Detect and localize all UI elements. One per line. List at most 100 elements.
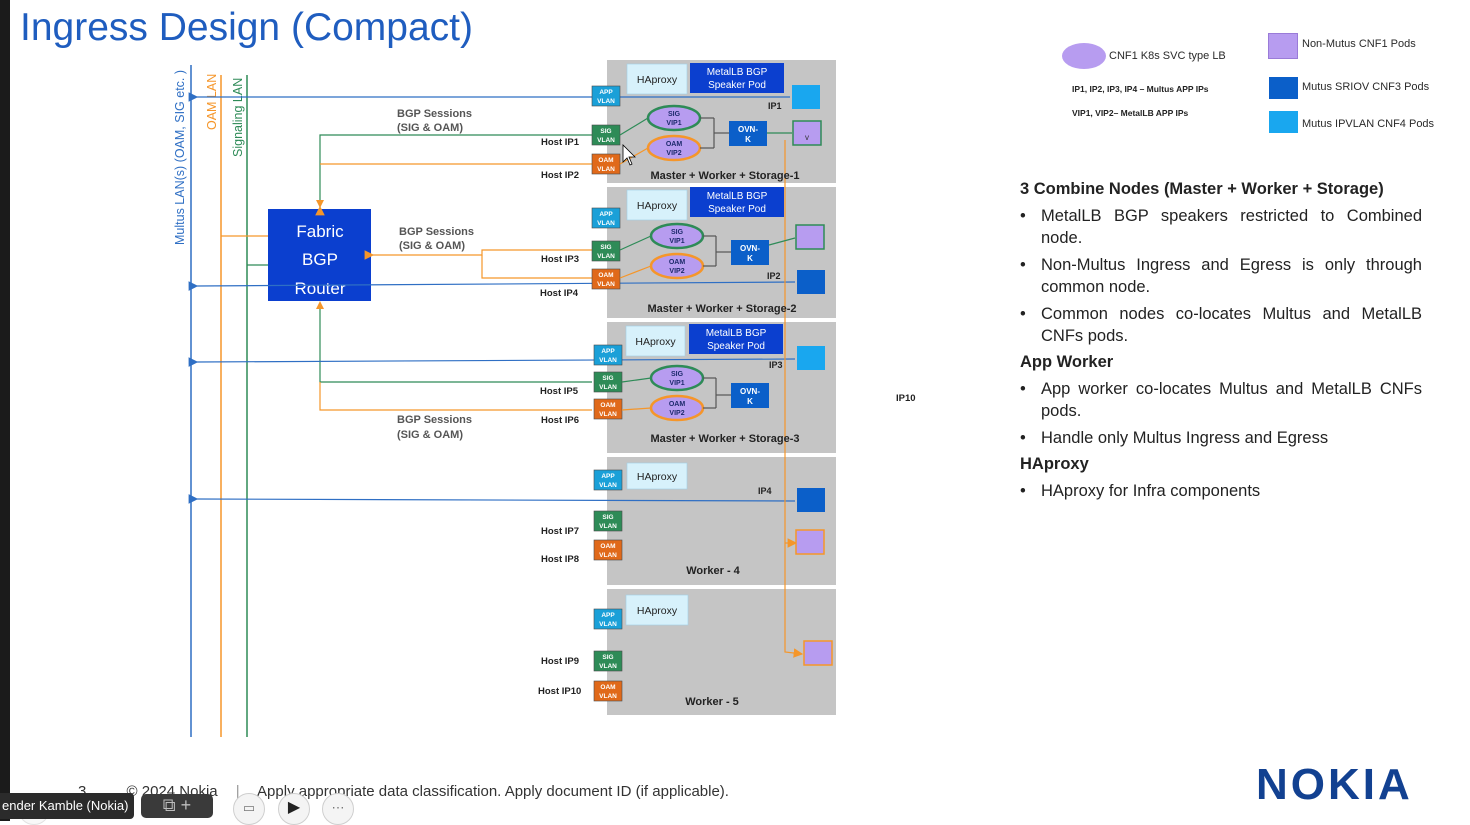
ovn-to-pod-2 bbox=[768, 237, 796, 246]
ip10-label: IP10 bbox=[896, 393, 916, 404]
plus-icon: + bbox=[180, 795, 192, 815]
oam-vip-label-a-1: OAM bbox=[666, 141, 683, 148]
node-name-4: Worker - 4 bbox=[686, 565, 740, 577]
ovn-k-box-1 bbox=[729, 121, 767, 146]
left-window-edge bbox=[0, 0, 10, 821]
bgp-label-3b: (SIG & OAM) bbox=[397, 429, 463, 441]
bgp-session-oam-3 bbox=[319, 382, 592, 411]
oam-vlan-label-4: OAM bbox=[600, 543, 615, 550]
sig-vlan-label-2: SIG bbox=[600, 244, 611, 251]
router-label-2: BGP bbox=[302, 250, 338, 269]
non-multus-legend-swatch bbox=[1268, 33, 1298, 59]
oam-vlan-label-5: OAM bbox=[600, 684, 615, 691]
sig-vlan-box-2 bbox=[591, 240, 621, 262]
oam-vlan-box-2 bbox=[591, 268, 621, 290]
node-name-5: Worker - 5 bbox=[685, 696, 739, 708]
oam-lan-label: OAM LAN bbox=[205, 74, 219, 130]
haproxy-box-4 bbox=[626, 462, 688, 490]
combine-bullet-3: Common nodes co-locates Multus and Metal… bbox=[1020, 303, 1422, 347]
ovn-k-label-a-2: OVN- bbox=[740, 244, 760, 253]
sriov-legend-swatch bbox=[1269, 77, 1298, 99]
bgp-label-1a: BGP Sessions bbox=[397, 108, 472, 120]
metallb-label-a-1: MetalLB BGP bbox=[707, 67, 768, 78]
page-number: 3 bbox=[78, 783, 87, 800]
app-bullet-2: Handle only Multus Ingress and Egress bbox=[1020, 427, 1422, 449]
sig-vlan-sublabel-5: VLAN bbox=[599, 663, 617, 670]
metallb-speaker-box-1 bbox=[690, 63, 784, 93]
window-icon: ⧉ bbox=[162, 795, 176, 815]
oam-vlan-box-5 bbox=[593, 680, 623, 702]
host-label-5b: Host IP10 bbox=[538, 686, 581, 697]
footer-divider: | bbox=[235, 783, 240, 800]
oam-vlan-box-4 bbox=[593, 539, 623, 561]
app-vlan-label-4: APP bbox=[601, 473, 615, 480]
page-title: Ingress Design (Compact) bbox=[20, 6, 473, 49]
multus-link-2 bbox=[188, 281, 796, 291]
app-bullet-1: App worker co-locates Multus and MetalLB… bbox=[1020, 378, 1422, 422]
sig-vlan-box-5 bbox=[593, 650, 623, 672]
sig-vip-label-b-2: VIP1 bbox=[669, 238, 684, 245]
sig-vlan-sublabel-1: VLAN bbox=[597, 137, 615, 144]
router-arrow-down bbox=[316, 200, 324, 208]
ovn-k-box-2 bbox=[731, 240, 769, 265]
sig-vip-label-a-1: SIG bbox=[668, 111, 681, 118]
app-vlan-box-2 bbox=[591, 207, 621, 229]
captions-icon[interactable]: ▭ bbox=[233, 793, 265, 825]
bgp-session-sig-3 bbox=[319, 303, 592, 383]
sriov-pod-4a bbox=[797, 488, 825, 512]
meeting-toolbar: ◌ ender Kamble (Nokia) ⧉ + ▭ ▶ ⋯ bbox=[0, 793, 370, 825]
oam-vip-label-b-2: VIP2 bbox=[669, 268, 684, 275]
node-name-3: Master + Worker + Storage-3 bbox=[651, 433, 800, 445]
ovn-k-label-a-3: OVN- bbox=[740, 387, 760, 396]
haproxy-label-4: HAproxy bbox=[637, 471, 678, 483]
metallb-label-a-3: MetalLB BGP bbox=[706, 328, 767, 339]
bgp-label-1b: (SIG & OAM) bbox=[397, 122, 463, 134]
camera-icon[interactable]: ▶ bbox=[278, 793, 310, 825]
router-label-3: Router bbox=[294, 279, 345, 298]
host-label-1a: Host IP1 bbox=[541, 137, 580, 148]
sig-vlan-label-1: SIG bbox=[600, 128, 611, 135]
non-multus-legend-label: Non-Mutus CNF1 Pods bbox=[1302, 38, 1416, 50]
more-options-icon[interactable]: ⋯ bbox=[322, 793, 354, 825]
svc-lb-legend-label: CNF1 K8s SVC type LB bbox=[1109, 50, 1226, 62]
oam-vlan-sublabel-5: VLAN bbox=[599, 693, 617, 700]
ovn-k-label-b-1: K bbox=[745, 135, 751, 144]
sig-vip-label-a-3: SIG bbox=[671, 371, 684, 378]
router-label-1: Fabric bbox=[296, 222, 344, 241]
classification-note: Apply appropriate data classification. A… bbox=[257, 783, 729, 800]
presenter-name: ender Kamble (Nokia) bbox=[0, 793, 135, 819]
notes-panel: 3 Combine Nodes (Master + Worker + Stora… bbox=[1020, 174, 1422, 502]
ipvlan-pod-3 bbox=[797, 346, 825, 370]
bgp-session-oam-2 bbox=[481, 255, 592, 279]
oam-to-vip-2 bbox=[619, 265, 652, 279]
app-vlan-sublabel-1: VLAN bbox=[597, 98, 615, 105]
haproxy-box-3 bbox=[625, 325, 686, 357]
oam-vlan-label-1: OAM bbox=[598, 157, 613, 164]
oam-distribution-line bbox=[784, 140, 804, 658]
haproxy-box-1 bbox=[626, 63, 688, 95]
metallb-ips-legend: VIP1, VIP2– MetalLB APP IPs bbox=[1072, 108, 1189, 118]
signaling-lan-label: Signaling LAN bbox=[231, 78, 245, 157]
sig-to-vip-2 bbox=[619, 235, 652, 251]
bgp-label-3a: BGP Sessions bbox=[397, 414, 472, 426]
multus-link-4 bbox=[188, 494, 796, 504]
legend: CNF1 K8s SVC type LB IP1, IP2, IP3, IP4 … bbox=[1060, 30, 1460, 140]
ipvlan-legend-label: Mutus IPVLAN CNF4 Pods bbox=[1302, 118, 1435, 130]
ip-label-4: IP4 bbox=[758, 486, 772, 496]
sig-vlan-label-5: SIG bbox=[602, 654, 613, 661]
combine-bullet-1: MetalLB BGP speakers restricted to Combi… bbox=[1020, 205, 1422, 249]
multus-ips-legend: IP1, IP2, IP3, IP4 – Multus APP IPs bbox=[1072, 84, 1209, 94]
metallb-speaker-box-2 bbox=[690, 187, 784, 217]
app-vlan-box-4 bbox=[593, 469, 623, 491]
host-label-2b: Host IP4 bbox=[540, 288, 579, 299]
nokia-logo: NOKIA bbox=[1256, 760, 1413, 809]
ipvlan-legend-swatch bbox=[1269, 111, 1298, 133]
sriov-legend-label: Mutus SRIOV CNF3 Pods bbox=[1302, 81, 1430, 93]
sig-vip-label-b-1: VIP1 bbox=[666, 120, 681, 127]
share-button[interactable]: ⧉ + bbox=[141, 794, 213, 818]
oam-vip-label-a-3: OAM bbox=[669, 401, 686, 408]
bgp-label-2b: (SIG & OAM) bbox=[399, 240, 465, 252]
oam-vip-label-b-3: VIP2 bbox=[669, 410, 684, 417]
metallb-label-a-2: MetalLB BGP bbox=[707, 191, 768, 202]
combine-nodes-heading: 3 Combine Nodes (Master + Worker + Stora… bbox=[1020, 180, 1384, 198]
